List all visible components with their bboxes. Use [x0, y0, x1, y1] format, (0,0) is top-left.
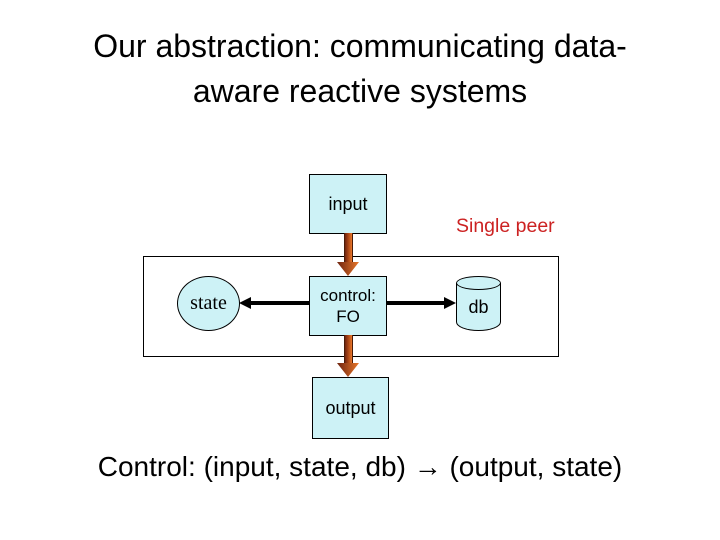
arrow-left-icon: [239, 297, 251, 309]
title-line-1: Our abstraction: communicating data-: [93, 28, 627, 64]
db-label: db: [468, 297, 489, 317]
arrow-right-icon: [444, 297, 456, 309]
title-line-2: aware reactive systems: [192, 73, 528, 109]
control-label-line2: FO: [336, 307, 360, 326]
db-cylinder-body: [456, 283, 501, 331]
slide-title: Our abstraction: communicating data- awa…: [0, 24, 720, 114]
arrow-shaft: [250, 301, 309, 305]
output-label: output: [325, 397, 376, 418]
state-node: state: [177, 276, 240, 331]
arrow-shaft: [387, 301, 445, 305]
control-label-line1: control:: [320, 286, 376, 305]
formula-text: Control: (input, state, db) → (output, s…: [97, 451, 623, 482]
arrow-shaft: [344, 233, 353, 263]
single-peer-label: Single peer: [456, 215, 555, 237]
input-label: input: [328, 193, 368, 214]
arrow-shaft: [344, 335, 353, 364]
control-node: control: FO: [309, 276, 387, 336]
input-node: input: [309, 174, 387, 234]
db-cylinder: db: [456, 276, 501, 331]
output-node: output: [312, 377, 389, 439]
state-label: state: [190, 292, 227, 314]
arrow-down-icon: [337, 363, 359, 377]
db-cylinder-top: [456, 276, 501, 290]
